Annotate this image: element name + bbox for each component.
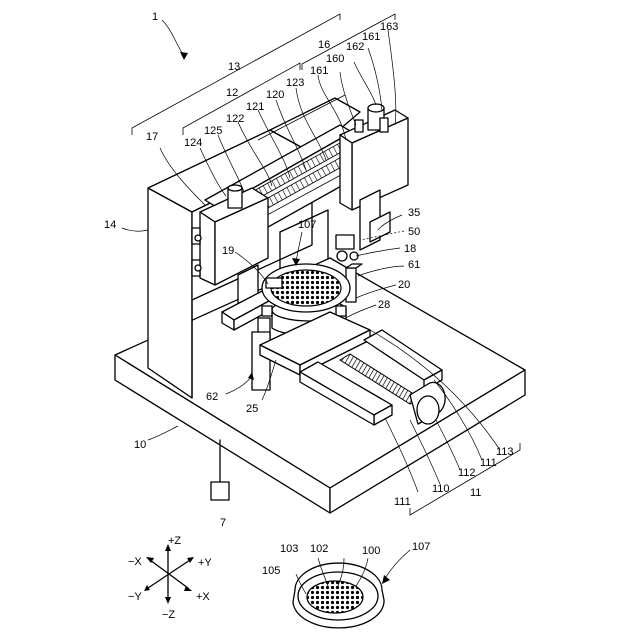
label-111: 111 — [394, 496, 411, 508]
label-161-top: 161 — [362, 31, 380, 43]
label-10: 10 — [134, 439, 146, 451]
label-100: 100 — [362, 545, 380, 557]
axis-labels: +Z −X +Y −Y +X −Z — [128, 535, 212, 621]
label-125: 125 — [204, 125, 222, 137]
label-124: 124 — [184, 137, 202, 149]
label-19: 19 — [222, 245, 234, 257]
axis-plus-z: +Z — [168, 535, 181, 547]
label-1: 1 — [152, 11, 158, 23]
label-160: 160 — [326, 53, 344, 65]
label-28: 28 — [378, 299, 390, 311]
label-110: 110 — [432, 483, 450, 495]
label-12: 12 — [226, 87, 238, 99]
label-16: 16 — [318, 39, 330, 51]
label-163: 163 — [380, 21, 398, 33]
label-18: 18 — [404, 243, 416, 255]
label-105: 105 — [262, 565, 280, 577]
label-50: 50 — [408, 226, 420, 238]
label-103: 103 — [280, 543, 298, 555]
axis-plus-y: +Y — [198, 557, 212, 569]
label-161: 161 — [310, 65, 328, 77]
label-120: 120 — [266, 89, 284, 101]
axis-triad — [144, 544, 194, 604]
axis-plus-x: +X — [196, 591, 210, 603]
workpiece-detail — [293, 550, 410, 628]
label-102: 102 — [310, 543, 328, 555]
label-20: 20 — [398, 279, 410, 291]
label-14: 14 — [104, 219, 116, 231]
label-112: 112 — [458, 467, 476, 479]
label-62: 62 — [206, 391, 218, 403]
label-107: 107 — [298, 219, 316, 231]
label-111-right: 111 — [480, 457, 497, 469]
label-61: 61 — [408, 259, 420, 271]
label-121: 121 — [246, 101, 264, 113]
label-7: 7 — [220, 517, 226, 529]
label-122: 122 — [226, 113, 244, 125]
axis-minus-x: −X — [128, 556, 142, 568]
label-13: 13 — [228, 61, 240, 73]
label-107-detail: 107 — [412, 541, 430, 553]
axis-minus-z: −Z — [162, 609, 175, 621]
label-17: 17 — [146, 131, 158, 143]
label-35: 35 — [408, 207, 420, 219]
label-25: 25 — [246, 403, 258, 415]
label-11: 11 — [470, 487, 481, 499]
label-113: 113 — [496, 446, 514, 458]
label-123: 123 — [286, 77, 304, 89]
axis-minus-y: −Y — [128, 591, 142, 603]
right-processing-unit — [340, 104, 408, 250]
